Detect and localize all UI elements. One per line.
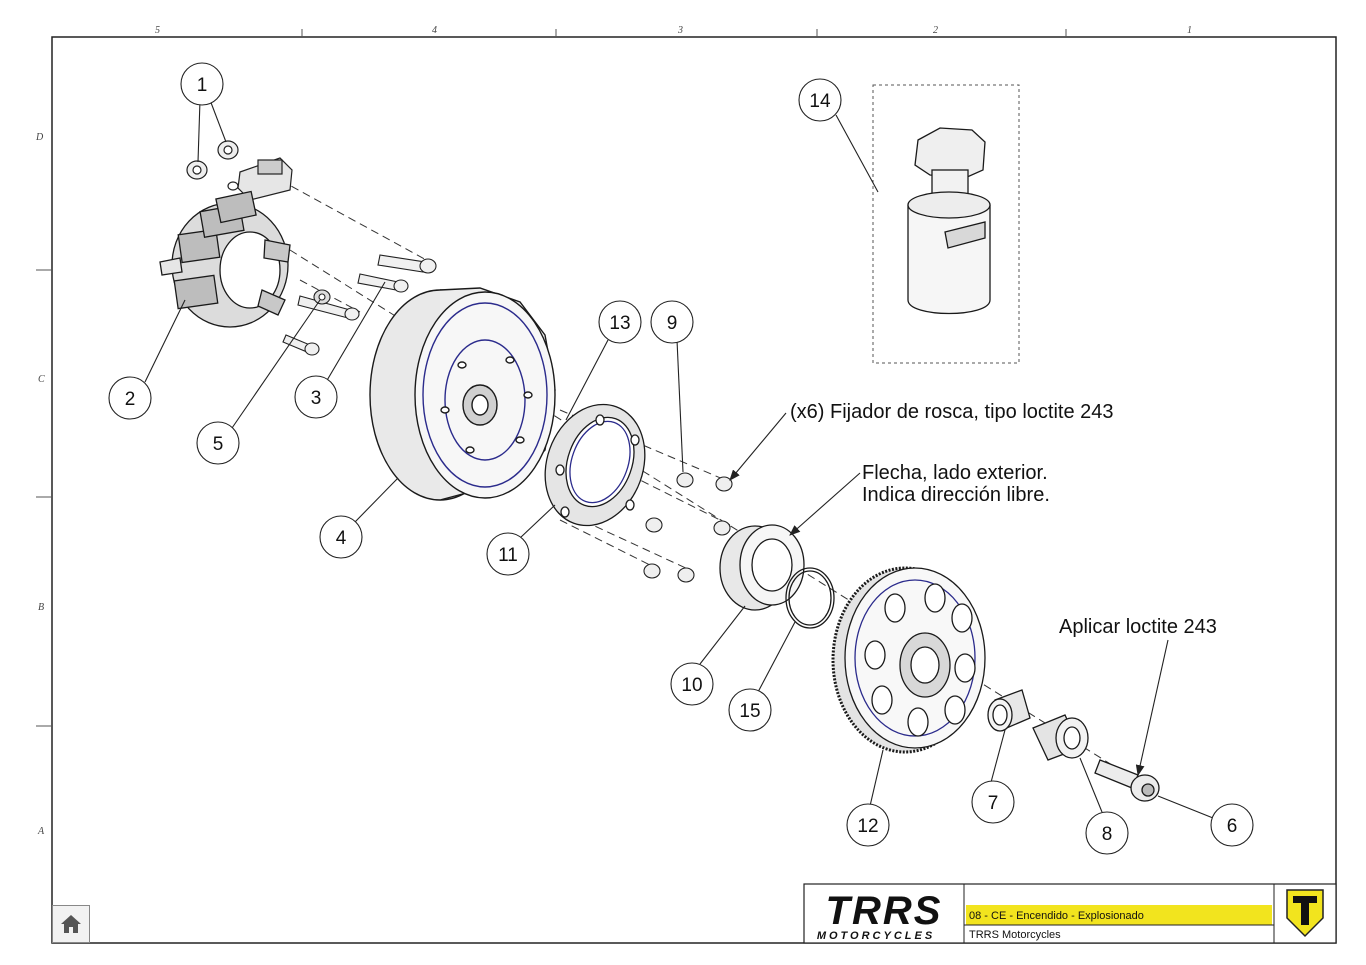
leader-lines	[144, 99, 1214, 819]
part-12-starter-gear	[831, 566, 986, 754]
svg-text:12: 12	[857, 816, 878, 837]
svg-text:6: 6	[1227, 816, 1238, 837]
callout-15: 15	[728, 688, 772, 732]
callout-8: 8	[1085, 811, 1129, 855]
drawing-title: 08 - CE - Encendido - Explosionado	[969, 910, 1144, 922]
part-8-spacer	[1032, 714, 1089, 761]
note-arrow-line1: Flecha, lado exterior.	[862, 462, 1048, 484]
logo-text: TRRS	[826, 889, 943, 933]
callout-10: 10	[670, 662, 714, 706]
part-14-puller-tool	[872, 84, 1020, 364]
zone-labels: 5 4 3 2 1 D C B A	[35, 25, 1192, 837]
svg-text:5: 5	[213, 434, 224, 455]
note-arrow-line2: Indica dirección libre.	[862, 484, 1050, 506]
svg-text:1: 1	[197, 75, 208, 96]
svg-text:11: 11	[498, 545, 518, 566]
svg-text:10: 10	[681, 675, 702, 696]
svg-text:4: 4	[336, 528, 347, 549]
callout-1: 1	[180, 62, 224, 106]
svg-text:8: 8	[1102, 824, 1113, 845]
note-loctite-x6: (x6) Fijador de rosca, tipo loctite 243	[790, 401, 1114, 423]
callout-11: 11	[486, 532, 530, 576]
home-button[interactable]	[52, 905, 90, 943]
callout-5: 5	[196, 421, 240, 465]
home-icon	[61, 915, 81, 933]
part-10-bearing	[719, 524, 805, 611]
callout-2: 2	[108, 376, 152, 420]
zone-col-1: 1	[1187, 25, 1192, 36]
zone-row-C: C	[38, 374, 45, 385]
callout-9: 9	[650, 300, 694, 344]
callout-13: 13	[598, 300, 642, 344]
brand-shield-icon	[1286, 889, 1324, 938]
svg-text:3: 3	[311, 388, 322, 409]
callout-12: 12	[846, 803, 890, 847]
zone-row-D: D	[35, 132, 44, 143]
svg-text:13: 13	[609, 313, 630, 334]
zone-ticks	[36, 29, 1067, 727]
zone-row-B: B	[38, 602, 44, 613]
part-5-washer	[313, 289, 331, 305]
part-3-bolts	[282, 254, 437, 356]
svg-text:15: 15	[739, 701, 760, 722]
part-7-bushing	[987, 689, 1031, 732]
drawing-border	[51, 36, 1337, 944]
callout-3: 3	[294, 375, 338, 419]
zone-col-3: 3	[677, 25, 683, 36]
part-15-ring	[785, 567, 835, 629]
pickup-sensor	[227, 157, 293, 201]
part-6-bolt	[1094, 759, 1160, 802]
svg-text:7: 7	[988, 793, 999, 814]
zone-col-2: 2	[933, 25, 938, 36]
callout-6: 6	[1210, 803, 1254, 847]
svg-text:2: 2	[125, 389, 136, 410]
callout-7: 7	[971, 780, 1015, 824]
part-4-flywheel	[369, 287, 556, 501]
logo-sub: MOTORCYCLES	[817, 930, 935, 942]
title-block: TRRS MOTORCYCLES 08 - CE - Encendido - E…	[803, 883, 1337, 944]
company-name: TRRS Motorcycles	[969, 929, 1061, 941]
note-apply-loctite: Aplicar loctite 243	[1059, 616, 1217, 638]
svg-text:14: 14	[809, 91, 831, 112]
note-arrows	[729, 412, 1169, 777]
callout-bubbles: 1 2 3 4 5 6 7 8 9 10 11 12 13 14 15	[108, 62, 1254, 855]
part-9-screws	[643, 472, 733, 583]
svg-text:9: 9	[667, 313, 678, 334]
zone-col-4: 4	[432, 25, 437, 36]
part-1-nuts	[186, 140, 239, 180]
callout-4: 4	[319, 515, 363, 559]
zone-col-5: 5	[155, 25, 160, 36]
part-11-clutch-plate	[544, 403, 646, 527]
callout-14: 14	[798, 78, 842, 122]
zone-row-A: A	[37, 826, 45, 837]
part-2-stator	[159, 190, 291, 328]
